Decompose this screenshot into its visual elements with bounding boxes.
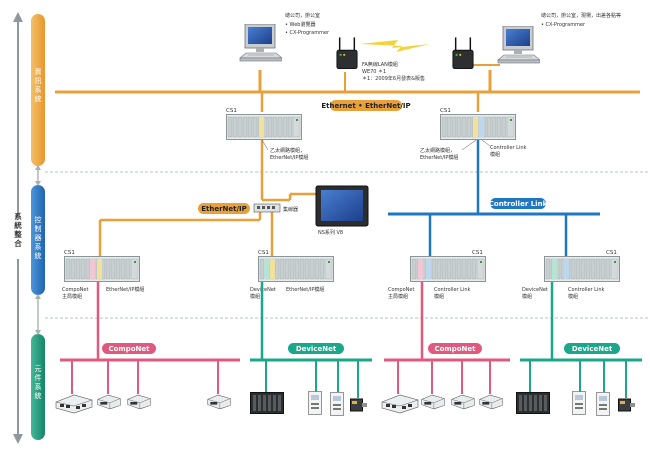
- io-slave-icon: [421, 394, 445, 410]
- office-pc-left-icon: [239, 24, 282, 62]
- controller-link-label: Controller Link: [489, 200, 548, 208]
- plc-module-label: DeviceNet: [522, 287, 548, 293]
- plc-module-label: 模組: [250, 293, 260, 300]
- servo-motor-icon: [618, 398, 636, 412]
- cs1-label: CS1: [606, 250, 617, 256]
- wireless-bolt-icon: [360, 40, 430, 52]
- io-block-icon: [55, 394, 93, 414]
- devicenet-badge-left: [288, 343, 344, 354]
- wireless-lan-unit-remote-icon: [452, 36, 474, 70]
- plc-module-label: 模組: [434, 293, 444, 300]
- controller-link-badge: [490, 198, 546, 209]
- plc-top-left-module-label: EtherNet/IP模組: [270, 154, 308, 161]
- io-rack-icon: [516, 392, 550, 414]
- cs1-label: CS1: [440, 108, 451, 114]
- devicenet-badge-right: [564, 343, 620, 354]
- io-block-icon: [381, 394, 419, 414]
- wireless-lan-unit-icon: [336, 36, 358, 70]
- wireless-label: FA無線LAN模組: [362, 61, 398, 68]
- inverter-icon: [308, 390, 322, 416]
- ethernet-ip-badge-mid: [198, 203, 250, 214]
- pc-right-title: 總公司，辦公室，現場，出差各點等: [541, 12, 621, 19]
- componet-badge-right: [428, 343, 482, 354]
- cs1-label: CS1: [226, 108, 237, 114]
- pc-left-item: • Web瀏覽器: [285, 21, 315, 28]
- level-bar-component: [31, 334, 45, 440]
- wireless-model: WE70 ＊1: [362, 69, 386, 75]
- io-slave-icon: [97, 394, 121, 410]
- plc-module-label: Controller Link: [568, 287, 605, 293]
- plc-module-label: 主局模組: [388, 293, 408, 300]
- plc-top-right-module-label: 乙太網路模組，: [420, 147, 455, 154]
- plc-top-right-module-label: EtherNet/IP模組: [420, 154, 458, 161]
- plc-top-left-module-label: 乙太網路模組，: [270, 147, 305, 154]
- plc-module-label: 主局模組: [62, 293, 82, 300]
- wireless-note: ＊1：2009年6月發表&販售: [362, 75, 425, 82]
- ethernet-ip-badge-top: [330, 100, 402, 111]
- inverter-icon: [572, 390, 586, 416]
- io-slave-icon: [207, 394, 231, 410]
- plc-cs1-devicenet-left: [258, 256, 334, 282]
- level-label-information: 資訊系統: [35, 67, 42, 103]
- componet-label-right: CompoNet: [434, 345, 476, 353]
- cs1-label: CS1: [258, 250, 269, 256]
- level-label-controller: 控制器系統: [35, 215, 42, 260]
- pc-left-item: • CX-Programmer: [285, 30, 330, 36]
- plc-module-label: Controller Link: [434, 287, 471, 293]
- plc-module-label: CompoNet: [62, 287, 88, 293]
- io-slave-icon: [479, 394, 503, 410]
- componet-badge-left: [102, 343, 156, 354]
- plc-top-right-cl-label: Controller Link: [490, 145, 527, 151]
- pc-right-item: • CX-Programmer: [541, 22, 586, 28]
- cs1-label: CS1: [64, 250, 75, 256]
- hub-label: 集線器: [283, 206, 298, 213]
- servo-motor-icon: [350, 398, 368, 412]
- hmi-label: NS系列 V8: [318, 229, 343, 236]
- plc-module-label: 模組: [568, 293, 578, 300]
- office-pc-right-icon: [497, 26, 540, 64]
- ethernet-ip-label-mid: EtherNet/IP: [201, 205, 247, 213]
- pc-left-title: 總公司，辦公室: [285, 12, 320, 19]
- system-integration-label: 系統整合: [14, 211, 22, 248]
- inverter-icon: [330, 392, 344, 416]
- cs1-label: CS1: [472, 250, 483, 256]
- plc-module-label: 模組: [522, 293, 532, 300]
- level-bar-information: [31, 14, 45, 166]
- plc-module-label: EtherNet/IP模組: [106, 286, 144, 293]
- inverter-icon: [596, 392, 610, 416]
- plc-module-label: CompoNet: [388, 287, 414, 293]
- io-rack-icon: [250, 392, 284, 414]
- level-bar-controller: [31, 185, 45, 295]
- io-slave-icon: [127, 394, 151, 410]
- plc-top-right-cl-label: 模組: [490, 151, 500, 158]
- level-label-component: 元件系統: [35, 365, 42, 400]
- io-slave-icon: [451, 394, 475, 410]
- plc-module-label: EtherNet/IP模組: [286, 286, 324, 293]
- ethernet-ip-label-top: Ethernet • EtherNet/IP: [321, 102, 410, 110]
- devicenet-label-right: DeviceNet: [572, 345, 613, 353]
- devicenet-label-left: DeviceNet: [296, 345, 337, 353]
- componet-label-left: CompoNet: [108, 345, 150, 353]
